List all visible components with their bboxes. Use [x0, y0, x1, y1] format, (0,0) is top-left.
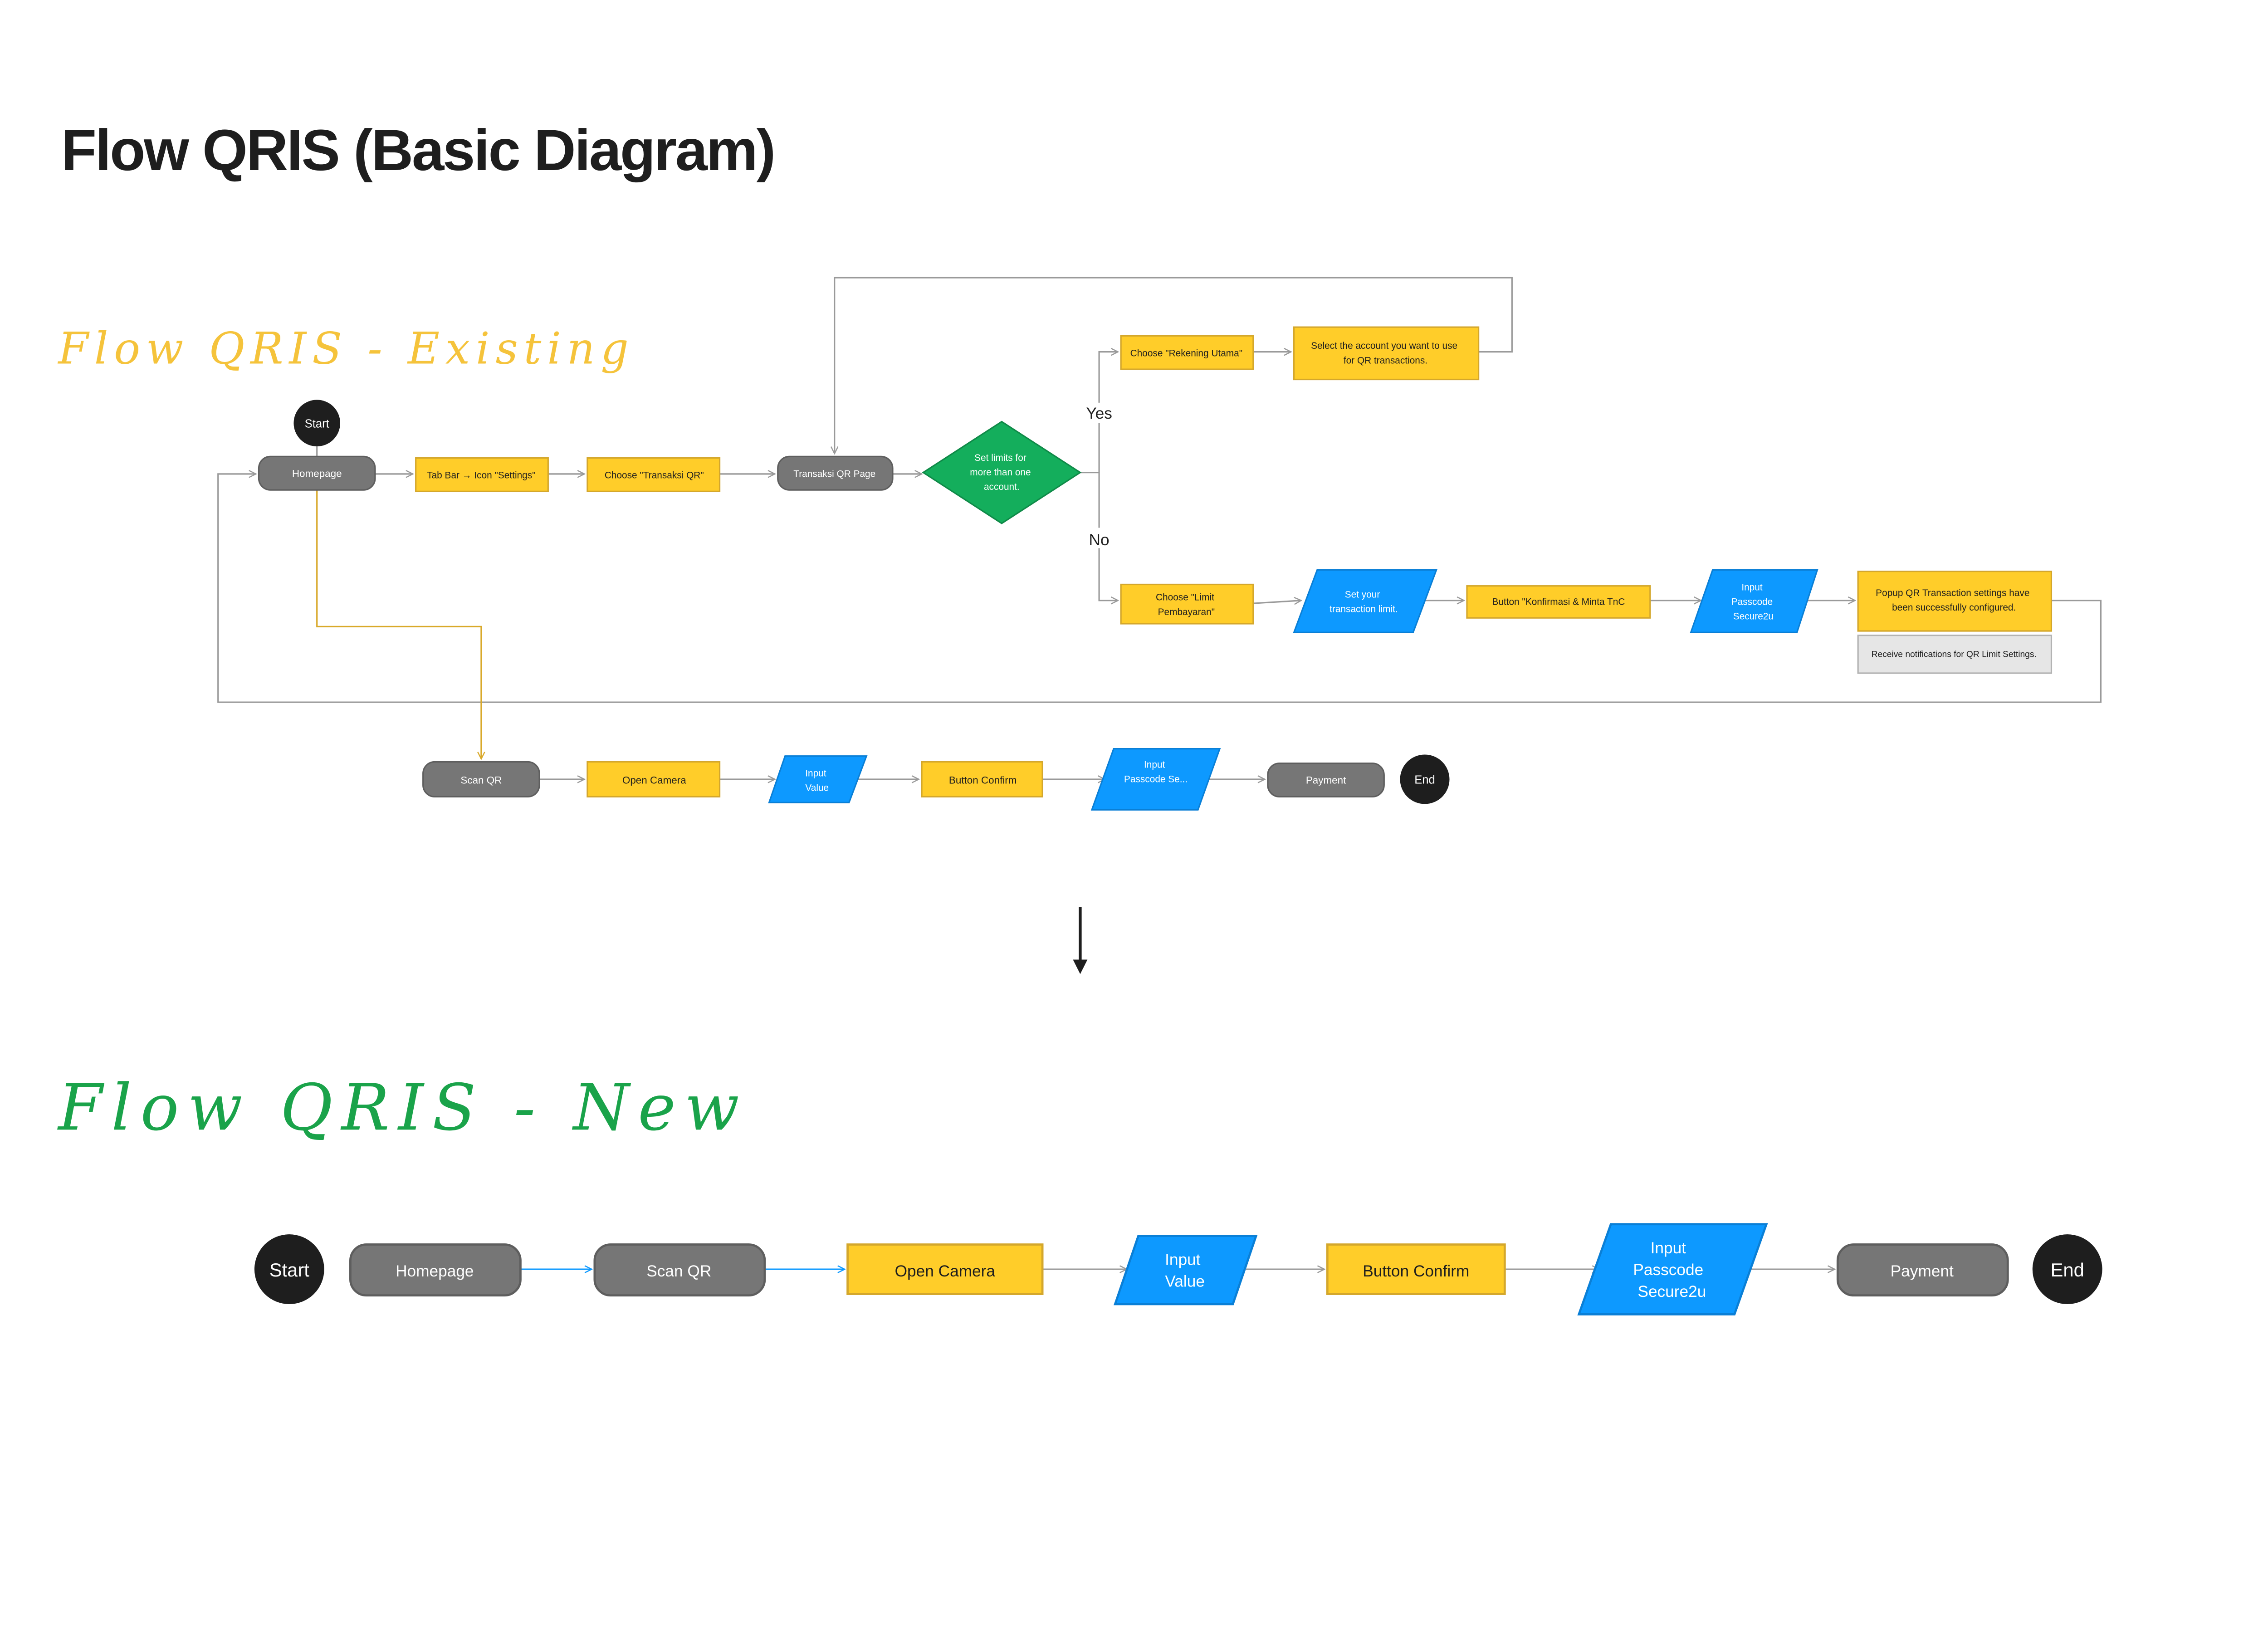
new-payment-label: Payment: [1891, 1262, 1954, 1280]
loop-connector: [835, 277, 1513, 454]
set-limit-line: Set your: [1345, 589, 1380, 600]
existing-heading: Flow QRIS - Existing: [57, 323, 635, 374]
choose-transaksi-node: Choose "Transaksi QR": [587, 457, 721, 492]
open-camera-label: Open Camera: [622, 775, 686, 786]
button-confirm-label: Button Confirm: [949, 775, 1017, 786]
input-value-line: Input: [805, 768, 826, 779]
new-scan-qr-label: Scan QR: [646, 1262, 711, 1280]
homepage-node: Homepage: [258, 455, 376, 491]
decision-line: Set limits for: [974, 453, 1026, 463]
new-homepage-label: Homepage: [396, 1262, 474, 1280]
end-label: End: [1414, 774, 1435, 787]
rekening-utama-node: Choose "Rekening Utama": [1120, 335, 1254, 370]
decision-node: Set limits for more than one account.: [922, 420, 1082, 524]
svg-text:Input Value: Input Value: [1165, 1251, 1205, 1290]
notification-node: Receive notifications for QR Limit Setti…: [1857, 635, 2053, 674]
limit-pembayaran-line: Choose "Limit: [1156, 592, 1214, 603]
connector: [1253, 601, 1301, 603]
select-account-line: for QR transactions.: [1344, 355, 1427, 366]
payment-node: Payment: [1267, 763, 1385, 798]
choose-transaksi-label: Choose "Transaksi QR": [605, 470, 704, 480]
svg-text:Set limits for more than: Set limits for more than one account.: [970, 453, 1033, 492]
new-start-label: Start: [269, 1259, 309, 1281]
popup-line: Popup QR Transaction settings have: [1876, 588, 2029, 598]
connector: [1098, 472, 1118, 601]
input-value-line: Value: [805, 783, 829, 793]
svg-text:Set your transaction lim: Set your transaction limit.: [1330, 589, 1398, 614]
new-button-confirm-node: Button Confirm: [1326, 1243, 1506, 1295]
yes-label: Yes: [1086, 405, 1112, 422]
select-account-node: Select the account you want to use for Q…: [1293, 326, 1480, 381]
new-homepage-node: Homepage: [349, 1243, 522, 1297]
new-passcode-line: Input: [1651, 1239, 1686, 1257]
new-button-confirm-label: Button Confirm: [1363, 1262, 1469, 1280]
svg-text:Input Value: Input Value: [805, 768, 829, 793]
new-open-camera-node: Open Camera: [846, 1243, 1044, 1295]
start-label: Start: [305, 417, 329, 430]
konfirmasi-label: Button "Konfirmasi & Minta TnC: [1492, 596, 1625, 607]
new-end-label: End: [2051, 1259, 2084, 1281]
popup-node: Popup QR Transaction settings have been …: [1857, 571, 2053, 632]
limit-pembayaran-line: Pembayaran": [1158, 607, 1215, 617]
select-account-line: Select the account you want to use: [1311, 341, 1457, 351]
homepage-label: Homepage: [292, 468, 342, 479]
scan-connector: [316, 490, 481, 759]
tab-bar-node: Tab Bar → Icon "Settings": [415, 457, 549, 492]
passcode-line: Passcode: [1731, 596, 1773, 607]
new-start-node: Start: [254, 1234, 324, 1304]
loop-connector: [217, 474, 2102, 703]
no-label: No: [1089, 531, 1110, 549]
decision-line: more than one: [970, 467, 1031, 478]
limit-pembayaran-node: Choose "Limit Pembayaran": [1120, 583, 1254, 625]
new-input-value-line: Input: [1165, 1251, 1201, 1268]
svg-text:Input Passcode Se...: Input Passcode Se...: [1124, 759, 1188, 784]
svg-text:Choose "Limit Pembayaran: Choose "Limit Pembayaran": [1156, 592, 1217, 617]
new-scan-qr-node: Scan QR: [593, 1243, 766, 1297]
passcode-line: Secure2u: [1733, 611, 1774, 621]
new-end-node: End: [2032, 1234, 2102, 1304]
open-camera-node: Open Camera: [587, 761, 721, 798]
passcode-node: Input Passcode Secure2u: [1690, 569, 1818, 633]
start-node: Start: [293, 400, 340, 446]
tab-bar-label: Tab Bar → Icon "Settings": [427, 470, 535, 480]
popup-line: been successfully configured.: [1892, 602, 2016, 613]
payment-label: Payment: [1306, 775, 1346, 786]
scan-qr-label: Scan QR: [460, 775, 502, 786]
passcode-short-line: Passcode Se...: [1124, 774, 1188, 784]
transaksi-page-node: Transaksi QR Page: [777, 455, 894, 491]
notification-label: Receive notifications for QR Limit Setti…: [1872, 650, 2037, 660]
svg-text:Input Passcode Sec: Input Passcode Secure2u: [1731, 582, 1775, 621]
svg-text:Input Passcode Sec: Input Passcode Secure2u: [1633, 1239, 1708, 1301]
svg-text:Popup QR Transaction settings: Popup QR Transaction settings have been …: [1876, 588, 2032, 613]
button-confirm-node: Button Confirm: [921, 761, 1043, 798]
existing-connectors: [217, 277, 2102, 779]
new-passcode-node: Input Passcode Secure2u: [1577, 1223, 1768, 1315]
page-title: Flow QRIS (Basic Diagram): [61, 118, 774, 183]
input-value-node: Input Value: [768, 755, 868, 803]
passcode-short-line: Input: [1144, 759, 1165, 770]
rekening-utama-label: Choose "Rekening Utama": [1130, 348, 1242, 358]
transaksi-page-label: Transaksi QR Page: [793, 469, 875, 479]
new-passcode-line: Passcode: [1633, 1261, 1703, 1279]
set-limit-line: transaction limit.: [1330, 604, 1398, 614]
svg-text:Select the account you want to: Select the account you want to use for Q…: [1311, 341, 1460, 366]
end-node: End: [1400, 754, 1450, 804]
passcode-short-node: Input Passcode Se...: [1090, 748, 1221, 811]
diagram-canvas: Flow QRIS (Basic Diagram) Flow QRIS - Ex…: [57, 118, 2102, 1315]
passcode-line: Input: [1741, 582, 1763, 592]
set-limit-node: Set your transaction limit.: [1293, 569, 1437, 633]
new-open-camera-label: Open Camera: [895, 1262, 996, 1280]
new-input-value-node: Input Value: [1113, 1234, 1258, 1305]
decision-line: account.: [984, 482, 1020, 492]
new-heading: Flow QRIS - New: [57, 1071, 748, 1145]
new-payment-node: Payment: [1836, 1243, 2009, 1297]
new-passcode-line: Secure2u: [1637, 1283, 1706, 1301]
konfirmasi-node: Button "Konfirmasi & Minta TnC: [1466, 585, 1651, 619]
scan-qr-node: Scan QR: [422, 761, 540, 798]
new-input-value-line: Value: [1165, 1273, 1205, 1291]
